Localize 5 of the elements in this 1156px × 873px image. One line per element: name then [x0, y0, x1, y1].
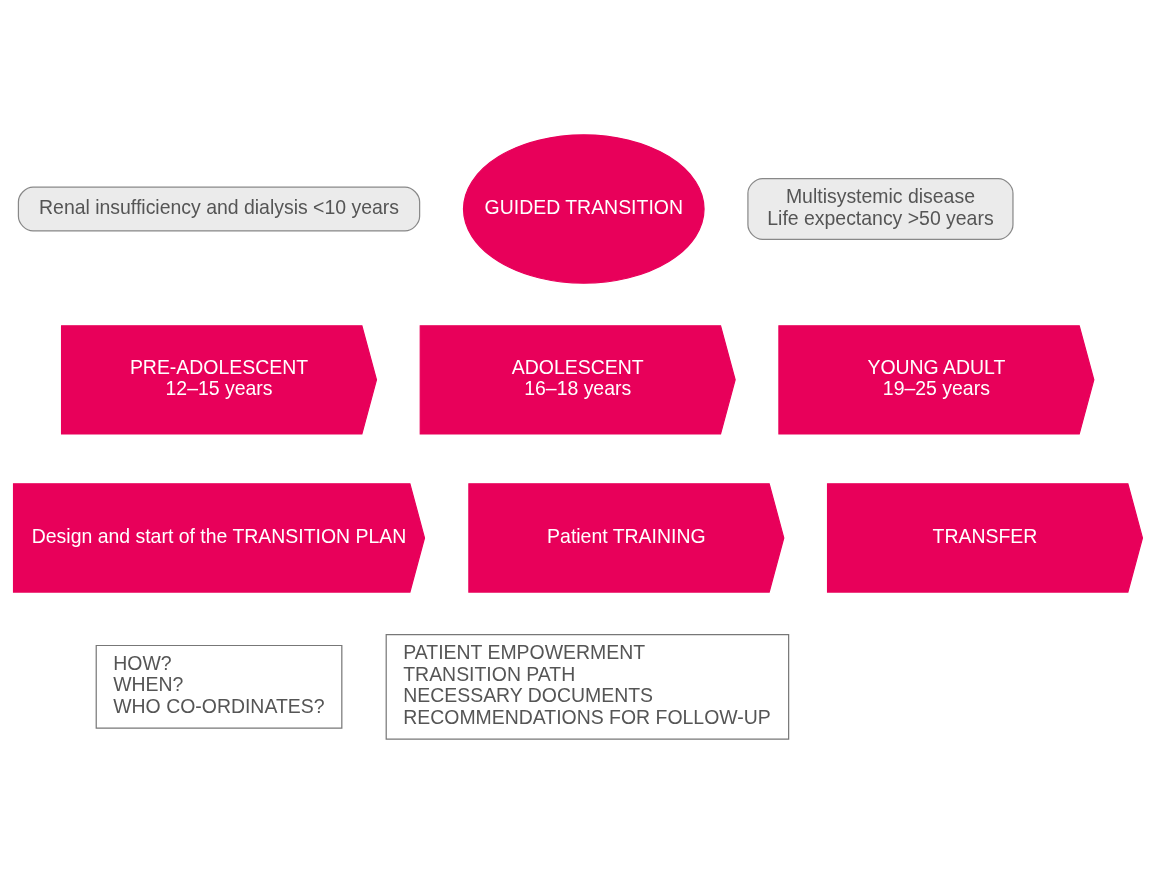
node-ellipse: GUIDED TRANSITION [462, 133, 705, 284]
node-box: Multisystemic disease Life expectancy >50 years [747, 177, 1014, 240]
node-box: PATIENT EMPOWERMENT TRANSITION PATH NECESSARY DOCUMENTS RECOMMENDATIONS FOR FOLLOW-UP [385, 633, 790, 740]
node-box: HOW? WHEN? WHO CO-ORDINATES? [95, 644, 343, 729]
node-box: Renal insufficiency and dialysis <10 years [17, 186, 421, 231]
